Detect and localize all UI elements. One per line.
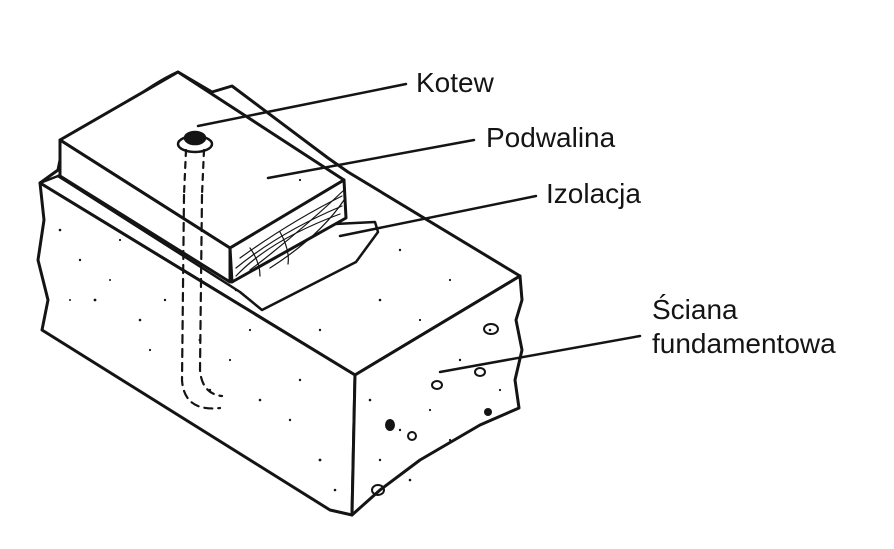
label-foundation-wall-line1: Ściana bbox=[652, 294, 738, 325]
label-insulation: Izolacja bbox=[546, 178, 641, 209]
label-anchor: Kotew bbox=[416, 67, 494, 98]
anchor-bolt-drawing bbox=[176, 130, 224, 410]
concrete-texture bbox=[58, 178, 502, 496]
leader-line-anchor bbox=[196, 82, 408, 128]
leader-line-insulation bbox=[338, 194, 538, 238]
wood-grain bbox=[235, 189, 345, 277]
label-sill-plate: Podwalina bbox=[486, 122, 616, 153]
label-foundation-wall: Ściana fundamentowa bbox=[652, 293, 836, 361]
label-foundation-wall-line2: fundamentowa bbox=[652, 328, 836, 359]
leader-line-sill-plate bbox=[266, 138, 476, 180]
sill-plate-front bbox=[58, 138, 232, 284]
leader-line-foundation-wall bbox=[438, 334, 642, 374]
